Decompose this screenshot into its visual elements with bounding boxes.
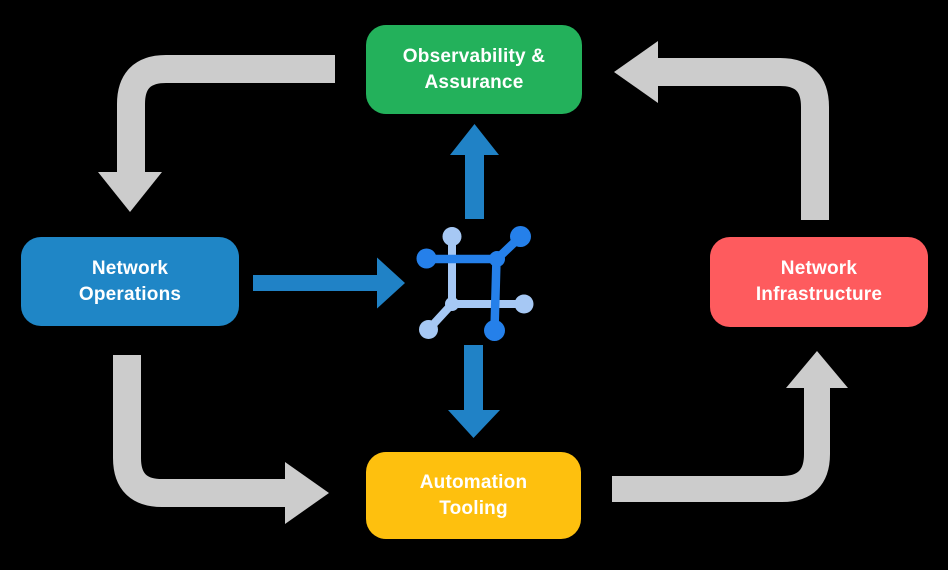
flow-arrow-operations-to-tooling — [113, 355, 329, 524]
observability-assurance-box: Observability & Assurance — [366, 25, 582, 114]
icon-node-bottom-dark — [484, 320, 505, 341]
arrow-operations-to-center — [253, 257, 405, 309]
flow-arrow-infrastructure-to-observability-line — [658, 58, 829, 220]
network-mesh-icon — [416, 226, 534, 341]
flow-arrow-tooling-to-infrastructure — [612, 351, 848, 502]
icon-node-top-light — [442, 227, 462, 246]
flow-arrow-operations-to-tooling-head — [285, 462, 329, 524]
automation-tooling-label: Automation Tooling — [419, 471, 528, 519]
flow-arrow-observability-to-operations-line — [117, 55, 335, 172]
icon-junction-top-right-dark — [489, 251, 505, 267]
flow-arrow-observability-to-operations-head — [98, 172, 162, 212]
flow-arrow-observability-to-operations — [98, 55, 335, 212]
flow-arrow-operations-to-tooling-line — [113, 355, 285, 507]
icon-link-right-vertical — [490, 254, 501, 335]
icon-node-bottom-left-light — [419, 320, 438, 339]
icon-node-top-right-dark — [510, 226, 531, 247]
observability-assurance-label: Observability & Assurance — [402, 45, 546, 93]
flow-arrow-infrastructure-to-observability-head — [614, 41, 658, 103]
network-infrastructure-label: Network Infrastructure — [755, 258, 883, 305]
icon-node-left-dark — [416, 248, 437, 269]
network-operations-box: Network Operations — [21, 237, 239, 326]
flow-arrow-infrastructure-to-observability — [614, 41, 829, 220]
arrow-center-to-tooling — [448, 345, 500, 438]
flow-arrow-tooling-to-infrastructure-line — [612, 388, 830, 502]
flow-arrow-tooling-to-infrastructure-head — [786, 351, 848, 388]
arrow-center-to-observability — [450, 124, 499, 219]
network-infrastructure-box: Network Infrastructure — [710, 237, 928, 327]
icon-junction-bottom-left-light — [445, 297, 459, 311]
network-operations-label: Network Operations — [78, 257, 182, 305]
icon-node-right-light — [514, 294, 534, 314]
automation-tooling-box: Automation Tooling — [366, 452, 581, 539]
